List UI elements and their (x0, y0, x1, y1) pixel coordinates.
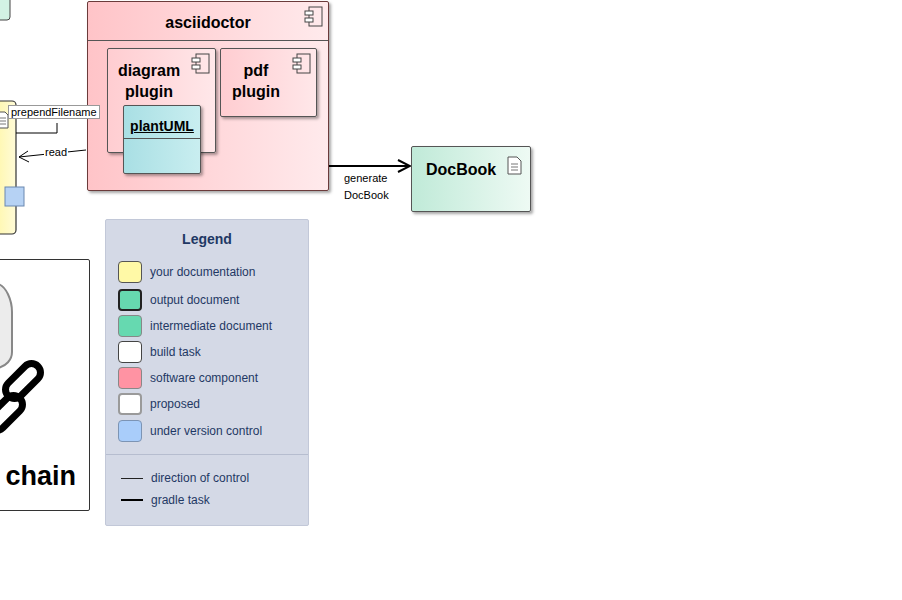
node-title: chain (5, 460, 76, 492)
legend-text: gradle task (151, 493, 210, 507)
legend-text: your documentation (150, 265, 255, 279)
legend-swatch (118, 393, 142, 415)
compartment-line (124, 138, 200, 139)
compartment-line (88, 40, 328, 41)
legend-text: build task (150, 345, 201, 359)
legend-swatch (118, 420, 142, 442)
connector (329, 165, 410, 167)
legend-text: output document (150, 293, 239, 307)
node-title: plantUML (130, 118, 194, 135)
legend-text: direction of control (151, 471, 249, 485)
legend-row: intermediate document (106, 315, 272, 337)
label-anchor: read (44, 146, 68, 158)
edge-label: generate DocBook (344, 170, 398, 204)
partial-green-box (0, 0, 10, 20)
component-icon (292, 53, 312, 75)
legend-text: proposed (150, 397, 200, 411)
legend-text: software component (150, 371, 258, 385)
toolchain-box: chain (0, 259, 90, 511)
component-icon (191, 53, 211, 75)
component-icon (304, 6, 324, 28)
node-title: DocBook (426, 160, 496, 179)
edge-label-anchor: generate DocBook (344, 170, 398, 204)
legend-swatch (118, 261, 142, 283)
legend-box: Legend your documentation output document i… (105, 219, 309, 526)
legend-text: under version control (150, 424, 262, 438)
legend-separator (106, 454, 308, 455)
legend-row: build task (106, 341, 201, 363)
legend-row: gradle task (106, 489, 210, 511)
read-arrowhead (19, 151, 29, 162)
legend-text: intermediate document (150, 319, 272, 333)
label-anchor: Legend (106, 231, 308, 247)
legend-row: output document (106, 289, 239, 311)
legend-swatch (118, 315, 142, 337)
partial-documentation-box (0, 101, 16, 234)
legend-swatch (118, 367, 142, 389)
legend-row: under version control (106, 420, 262, 442)
line-label: prependFilename (8, 105, 100, 119)
legend-row: proposed (106, 393, 200, 415)
node-title: asciidoctor (165, 13, 250, 32)
component-box: plantUML diagram plugin pdf plugin asciidoc… (87, 1, 329, 191)
node-title: diagram plugin (111, 60, 187, 102)
version-control-port (5, 187, 24, 206)
plugin-box: plantUML diagram plugin (107, 48, 216, 153)
label-anchor: prependFilename (8, 105, 100, 119)
line-label: read (44, 146, 68, 158)
node-title: pdf plugin (226, 60, 286, 102)
document-box: DocBook (411, 146, 531, 212)
document-icon (0, 112, 8, 128)
legend-title: Legend (106, 231, 308, 247)
prepend-leader (16, 123, 57, 133)
library-box: plantUML (123, 105, 201, 174)
legend-swatch (118, 289, 142, 311)
legend-row: direction of control (106, 467, 249, 489)
legend-row: your documentation (106, 261, 255, 283)
legend-line-sample (121, 478, 143, 479)
chain-illustration (0, 284, 44, 434)
plugin-box: pdf plugin (220, 48, 317, 117)
legend-swatch (118, 341, 142, 363)
legend-line-sample (121, 499, 143, 501)
document-icon (507, 156, 523, 176)
legend-row: software component (106, 367, 258, 389)
